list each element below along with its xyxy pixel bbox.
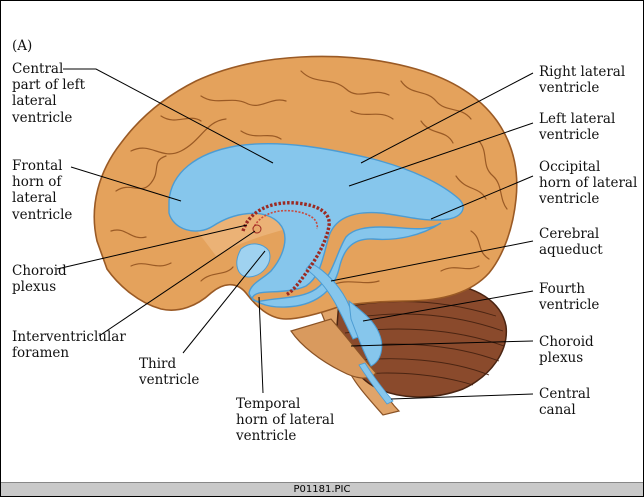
footer-filename: P01181.PIC xyxy=(293,484,351,495)
label-interventricular-foramen: Interventriclular foramen xyxy=(12,329,126,362)
label-cerebral-aqueduct: Cerebral aqueduct xyxy=(539,226,603,259)
cerebral-aqueduct-shape xyxy=(305,262,362,340)
lateral-ventricle xyxy=(168,142,464,308)
leader-central-canal xyxy=(390,393,534,400)
leader-choroid-plexus-left xyxy=(56,224,248,270)
third-ventricle xyxy=(236,243,271,278)
label-right-lateral-ventricle: Right lateral ventricle xyxy=(539,64,626,97)
panel-label: (A) xyxy=(12,38,33,54)
footer-bar: P01181.PIC xyxy=(1,482,643,496)
label-temporal-horn: Temporal horn of lateral ventricle xyxy=(236,396,335,445)
label-choroid-plexus-left: Choroid plexus xyxy=(12,263,67,296)
fourth-ventricle-shape xyxy=(348,299,383,367)
choroid-plexus-chain xyxy=(241,201,331,297)
label-fourth-ventricle: Fourth ventricle xyxy=(539,281,600,314)
leader-left-lateral xyxy=(348,122,534,187)
leader-frontal-horn xyxy=(70,166,182,202)
leader-fourth-ventricle xyxy=(362,290,534,322)
leader-interventricular-foramen xyxy=(98,230,256,337)
pons xyxy=(290,318,377,379)
brain-illustration xyxy=(56,55,534,416)
leader-central-part xyxy=(63,68,274,164)
label-left-lateral-ventricle: Left lateral ventricle xyxy=(539,111,616,144)
leader-lines xyxy=(56,68,534,400)
label-central-part-left-lateral-ventricle: Central part of left lateral ventricle xyxy=(12,61,86,126)
label-frontal-horn: Frontal horn of lateral ventricle xyxy=(12,158,73,223)
leader-right-lateral xyxy=(360,72,534,164)
label-occipital-horn: Occipital horn of lateral ventricle xyxy=(539,159,638,208)
leader-cerebral-aqueduct xyxy=(330,240,534,282)
label-third-ventricle: Third ventricle xyxy=(139,356,200,389)
choroid-plexus-chain-inner xyxy=(252,209,318,230)
label-choroid-plexus-right: Choroid plexus xyxy=(539,334,594,367)
central-canal-shape xyxy=(358,362,394,405)
leader-occipital-horn xyxy=(430,175,534,220)
cortex-gyri xyxy=(110,70,508,302)
leader-temporal-horn xyxy=(258,296,264,394)
leader-choroid-plexus-right xyxy=(350,340,534,347)
leader-third-ventricle xyxy=(182,250,266,354)
label-central-canal: Central canal xyxy=(539,386,591,419)
